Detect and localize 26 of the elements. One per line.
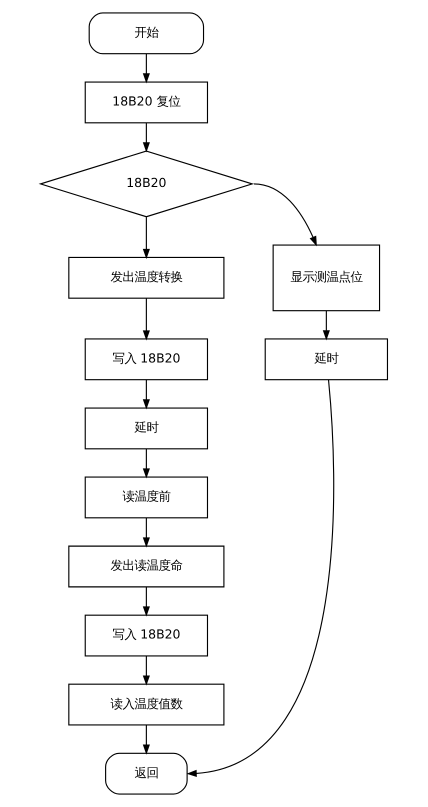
arrow [142, 217, 150, 260]
arrow [186, 380, 334, 777]
node-box: 读温度前 [84, 476, 208, 518]
node-box: 开始 [88, 12, 204, 54]
node-box: 18B20 复位 [84, 81, 208, 124]
arrow [142, 518, 150, 548]
arrow [142, 123, 150, 152]
arrow [142, 448, 150, 479]
node-box: 写入 18B20 [84, 614, 208, 656]
arrow [142, 380, 150, 410]
arrow [142, 586, 150, 617]
arrow [142, 298, 150, 341]
arrow [142, 656, 150, 686]
node-box: 延时 [84, 407, 208, 450]
arrow [254, 183, 317, 246]
node-box: 发出温度转换 [68, 256, 224, 299]
node-diamond: 18B20 [38, 150, 254, 218]
node-box: 读入温度值数 [68, 684, 224, 726]
node-box: 延时 [264, 338, 388, 380]
arrow [142, 54, 150, 84]
node-box: 返回 [105, 752, 188, 795]
node-box: 写入 18B20 [84, 338, 208, 380]
arrow [322, 310, 330, 340]
node-box: 显示测温点位 [272, 244, 380, 312]
arrow [142, 725, 150, 755]
node-box: 发出读温度命 [68, 546, 224, 588]
